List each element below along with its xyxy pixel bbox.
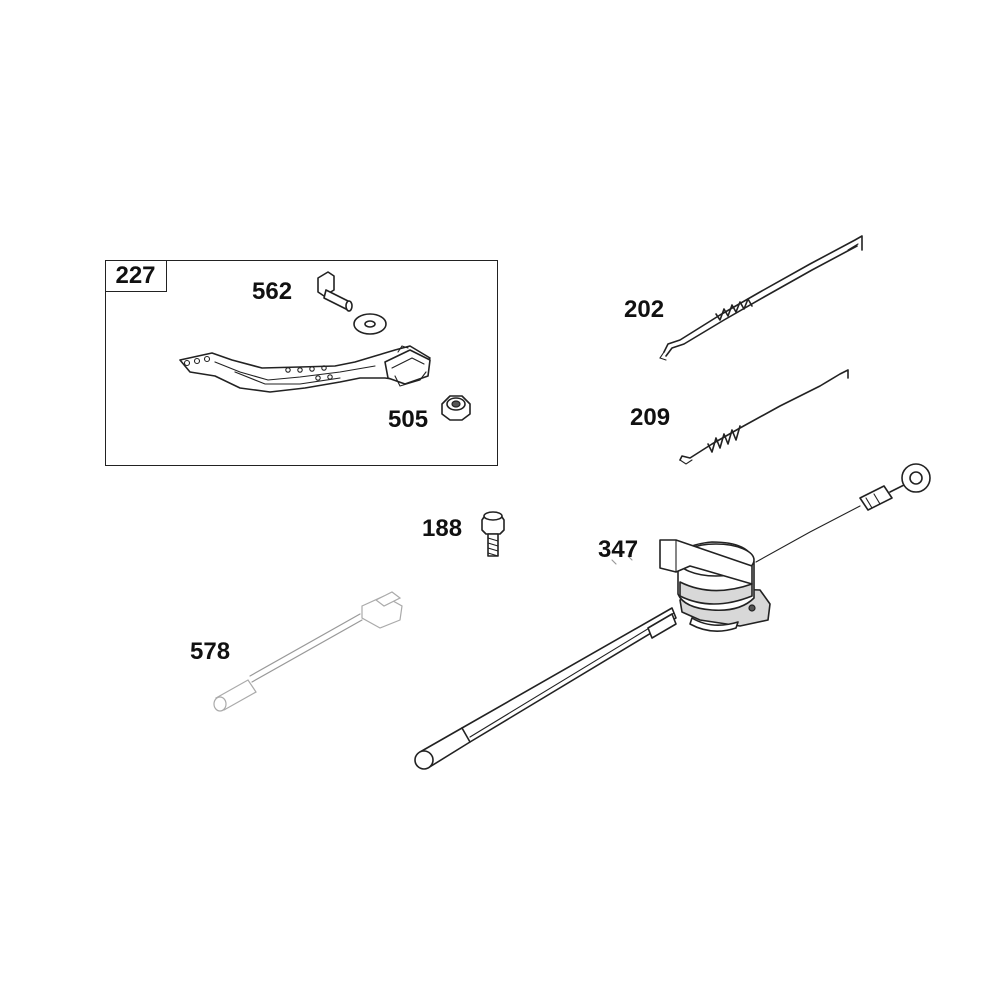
part-578-label: 578 [190, 638, 231, 665]
bolt-562-drawing [317, 271, 353, 312]
washer-562-drawing [353, 313, 387, 335]
part-562-label: 562 [252, 278, 293, 305]
wire-harness-578-drawing [213, 591, 403, 712]
kit-227-box [105, 260, 498, 466]
part-209-label: 209 [630, 404, 671, 431]
bolt-188-drawing [481, 511, 505, 557]
spring-wire-209-drawing [679, 369, 849, 465]
control-assembly-347-drawing [414, 463, 931, 770]
part-188-label: 188 [422, 515, 463, 542]
spring-202-drawing [715, 298, 753, 321]
spring-209-drawing [707, 425, 741, 453]
part-505-label: 505 [388, 406, 429, 433]
link-rod-202-drawing [659, 235, 863, 361]
part-202-label: 202 [624, 296, 665, 323]
nut-505-drawing [441, 395, 471, 421]
kit-227-label: 227 [105, 260, 167, 292]
part-347-label: 347 [598, 536, 639, 563]
lever-bracket-227-drawing [179, 345, 431, 393]
